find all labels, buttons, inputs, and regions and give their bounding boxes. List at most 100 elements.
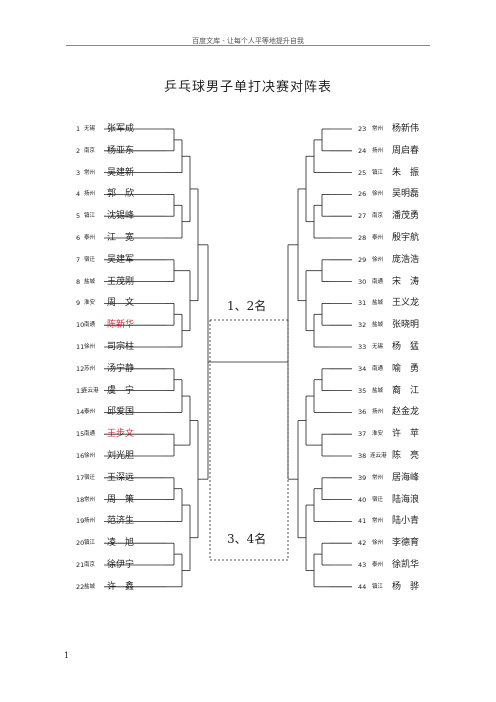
player-name: 居海峰	[392, 472, 420, 483]
player-city: 镇江	[84, 213, 96, 220]
player-city: 无锡	[84, 126, 96, 132]
player-name: 陈 亮	[392, 451, 420, 461]
player-number: 17	[76, 473, 85, 482]
player-number: 9	[76, 299, 81, 308]
player-number: 22	[76, 582, 85, 591]
final-label: 1、2名	[227, 299, 267, 313]
player-city: 盐城	[372, 387, 384, 394]
player-number: 28	[358, 234, 367, 242]
player-city: 南通	[84, 322, 96, 329]
player-city: 淮安	[84, 300, 96, 307]
player-city: 泰州	[372, 235, 384, 241]
player-number: 44	[358, 582, 367, 591]
player-city: 常州	[372, 474, 384, 481]
player-city: 徐州	[84, 453, 96, 459]
player-city: 徐州	[372, 256, 384, 263]
player-city: 镇江	[84, 540, 96, 547]
player-name: 陆海浪	[392, 494, 420, 505]
player-city: 盐城	[372, 300, 384, 307]
player-number: 32	[358, 321, 367, 330]
player-number: 26	[358, 190, 367, 199]
player-number: 25	[358, 168, 367, 177]
player-number: 4	[76, 190, 81, 199]
player-number: 34	[358, 364, 367, 373]
player-number: 30	[358, 277, 367, 286]
player-number: 3	[76, 168, 81, 177]
player-name: 喻 勇	[392, 363, 420, 374]
player-number: 18	[76, 495, 85, 504]
player-city: 镇江	[372, 169, 384, 176]
player-city: 南京	[372, 213, 384, 220]
player-name: 宋 涛	[392, 276, 420, 287]
player-number: 39	[358, 473, 367, 482]
player-number: 20	[76, 539, 85, 548]
player-city: 扬州	[84, 191, 96, 198]
player-city: 常州	[372, 126, 384, 132]
player-number: 14	[76, 408, 85, 417]
player-city: 扬州	[372, 147, 384, 154]
player-city: 南京	[84, 147, 96, 154]
player-number: 37	[358, 430, 367, 439]
player-number: 6	[76, 234, 81, 242]
player-number: 8	[76, 277, 81, 286]
player-name: 周启春	[392, 145, 420, 156]
player-number: 23	[358, 125, 367, 133]
player-city: 南京	[84, 562, 96, 568]
player-number: 29	[358, 255, 367, 264]
player-name: 殷宇航	[392, 233, 420, 243]
player-city: 泰州	[84, 409, 96, 416]
player-number: 31	[358, 299, 367, 308]
page-number: 1	[64, 651, 70, 660]
player-number: 24	[358, 146, 367, 155]
player-number: 19	[76, 517, 85, 526]
player-name: 张晓明	[392, 320, 420, 331]
player-name: 吴明磊	[392, 189, 420, 200]
player-number: 40	[358, 495, 367, 504]
player-number: 21	[76, 561, 85, 569]
player-city: 苏州	[84, 365, 96, 372]
player-name: 庞浩浩	[392, 254, 420, 265]
player-number: 38	[358, 452, 367, 460]
player-name: 杨 骅	[392, 581, 420, 592]
player-name: 杨 猛	[392, 342, 420, 352]
player-number: 1	[76, 125, 81, 133]
player-name: 陆小青	[392, 516, 420, 527]
player-number: 2	[76, 146, 81, 155]
player-name: 潘茂勇	[392, 211, 420, 222]
player-city: 镇江	[372, 583, 384, 590]
player-city: 扬州	[372, 409, 384, 416]
player-name: 杨新伟	[392, 124, 420, 134]
player-number: 5	[76, 212, 81, 221]
player-name: 赵金龙	[392, 407, 420, 418]
player-city: 淮安	[372, 431, 384, 438]
player-city: 泰州	[372, 562, 384, 568]
player-city: 常州	[84, 169, 96, 176]
player-city: 宿迁	[84, 474, 96, 481]
player-city: 常州	[84, 496, 96, 503]
third-place-label: 3、4名	[227, 532, 267, 546]
player-city: 连云港	[370, 453, 387, 459]
player-number: 15	[76, 430, 85, 439]
player-name: 朱 振	[392, 167, 420, 178]
player-number: 11	[76, 343, 85, 351]
player-city: 扬州	[84, 518, 96, 525]
player-number: 35	[358, 386, 367, 395]
player-city: 泰州	[84, 235, 96, 241]
player-number: 36	[358, 408, 367, 417]
player-number: 42	[358, 539, 367, 548]
player-city: 徐州	[84, 344, 96, 350]
player-number: 33	[358, 343, 367, 351]
player-city: 无锡	[372, 344, 384, 350]
player-city: 盐城	[372, 322, 384, 329]
player-city: 南通	[372, 365, 384, 372]
player-name: 李德育	[392, 538, 420, 549]
player-number: 41	[358, 517, 367, 526]
player-number: 12	[76, 364, 85, 373]
player-city: 南通	[84, 431, 96, 438]
player-city: 宿迁	[372, 496, 384, 503]
player-number: 27	[358, 212, 367, 221]
player-number: 43	[358, 561, 367, 569]
player-number: 13	[76, 386, 85, 395]
player-number: 10	[76, 321, 85, 330]
